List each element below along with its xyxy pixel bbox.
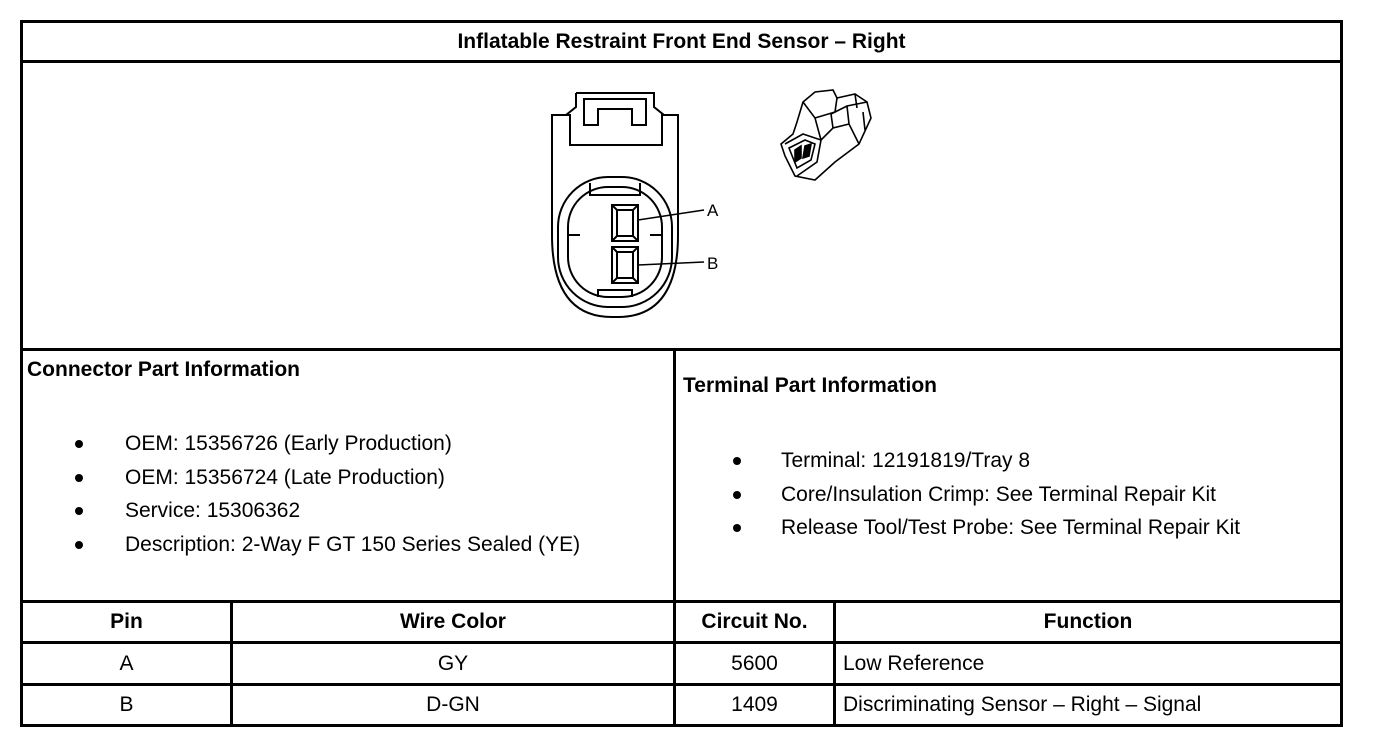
table-col-line-3 bbox=[833, 600, 836, 727]
table-cell-wire-color: GY bbox=[437, 651, 469, 675]
table-cell-circuit-no: 1409 bbox=[731, 693, 778, 716]
page-title: Inflatable Restraint Front End Sensor – … bbox=[457, 30, 906, 53]
table-header-function: Function bbox=[1043, 610, 1133, 633]
cavity-a bbox=[611, 204, 639, 242]
table-header-wire-color: Wire Color bbox=[400, 610, 506, 633]
table-header-circuit-no: Circuit No. bbox=[701, 610, 808, 633]
list-item-text: Release Tool/Test Probe: See Terminal Re… bbox=[781, 516, 1241, 539]
table-cell-wire-color: D-GN bbox=[426, 693, 480, 716]
connector-housing-outline bbox=[551, 114, 679, 318]
table-cell-function: Discriminating Sensor – Right – Signal bbox=[843, 693, 1202, 716]
list-item-text: Terminal: 12191819/Tray 8 bbox=[781, 449, 1031, 472]
connector-diagram: A B bbox=[551, 92, 719, 318]
bullet-icon bbox=[75, 540, 83, 549]
table-cell-pin: B bbox=[119, 693, 134, 716]
list-item-text: Service: 15306362 bbox=[125, 499, 301, 522]
diagram-divider bbox=[20, 348, 1343, 351]
bullet-icon bbox=[75, 507, 83, 515]
table-col-line-1 bbox=[230, 600, 233, 727]
terminal-info-heading: Terminal Part Information bbox=[683, 374, 937, 397]
connector-info-heading: Connector Part Information bbox=[27, 358, 301, 381]
table-header-pin: Pin bbox=[110, 610, 143, 633]
pin-label-a: A bbox=[707, 201, 719, 220]
table-cell-function: Low Reference bbox=[843, 651, 985, 675]
table-top-line bbox=[20, 600, 1343, 603]
leader-line-b bbox=[637, 261, 705, 266]
table-cell-pin: A bbox=[119, 651, 134, 675]
connector-thumbnail bbox=[780, 89, 872, 181]
bullet-icon bbox=[733, 524, 741, 532]
title-divider bbox=[20, 60, 1343, 63]
connector-seal-outer bbox=[557, 176, 673, 308]
info-divider bbox=[673, 348, 676, 727]
list-item-text: Description: 2-Way F GT 150 Series Seale… bbox=[125, 532, 581, 556]
leader-line-a bbox=[637, 209, 705, 221]
bullet-icon bbox=[733, 490, 741, 499]
document-frame bbox=[20, 20, 1343, 727]
bullet-icon bbox=[733, 457, 741, 465]
table-cell-circuit-no: 5600 bbox=[731, 651, 778, 675]
connector-latch bbox=[565, 92, 665, 126]
table-header-line bbox=[20, 641, 1343, 644]
table-row-line bbox=[20, 683, 1343, 686]
bullet-icon bbox=[75, 473, 83, 482]
list-item-text: Core/Insulation Crimp: See Terminal Repa… bbox=[781, 482, 1216, 506]
connector-seal-inner bbox=[567, 186, 663, 298]
list-item-text: OEM: 15356726 (Early Production) bbox=[125, 432, 452, 455]
bullet-icon bbox=[75, 440, 83, 448]
pin-label-b: B bbox=[707, 254, 718, 273]
list-item-text: OEM: 15356724 (Late Production) bbox=[125, 465, 445, 489]
